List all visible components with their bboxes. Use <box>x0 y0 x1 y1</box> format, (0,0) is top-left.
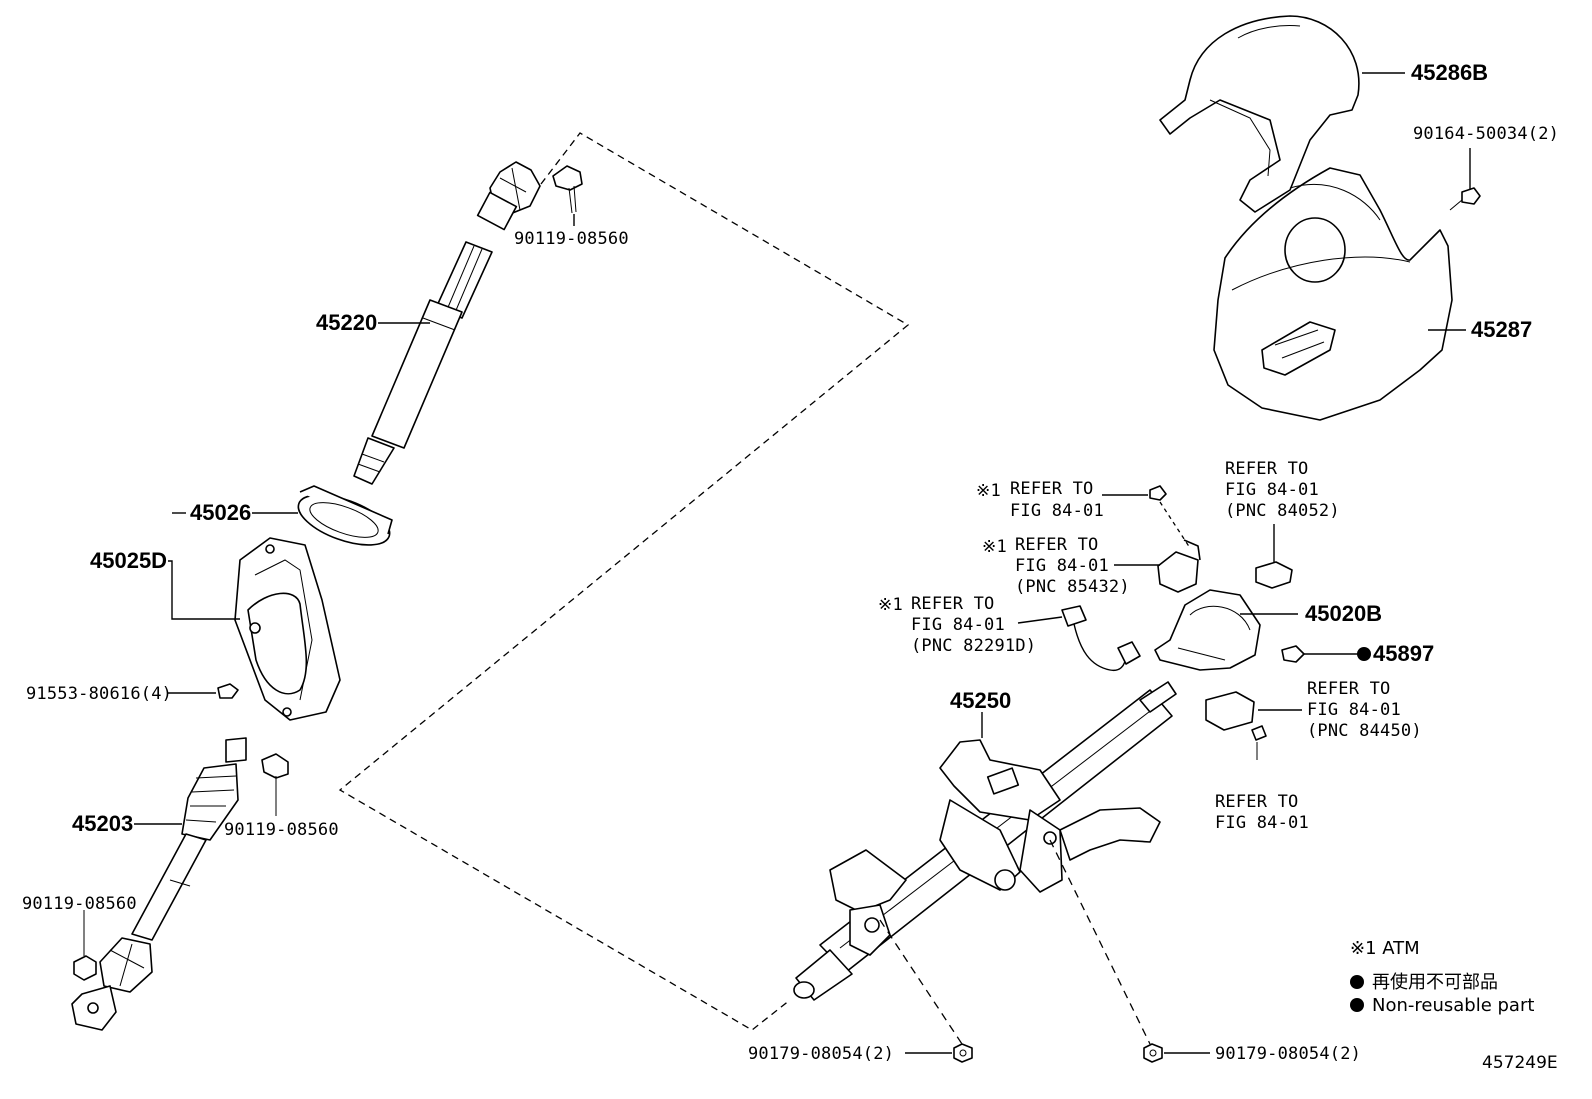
svg-text:(PNC 85432): (PNC 85432) <box>1015 577 1130 597</box>
dust-boot-45025D <box>234 537 341 721</box>
leader-lines <box>134 72 1471 1054</box>
label-45203: 45203 <box>72 811 133 836</box>
legend-dot-jp <box>1350 975 1364 989</box>
label-45026: 45026 <box>190 500 251 525</box>
svg-text:FIG 84-01: FIG 84-01 <box>1225 480 1319 500</box>
housing-45020B <box>1154 589 1261 671</box>
ref-note-5: REFER TO FIG 84-01 (PNC 84450) <box>1307 679 1422 741</box>
legend-dot-en <box>1350 998 1364 1012</box>
intermediate-shaft <box>71 737 247 1031</box>
svg-text:(PNC 84052): (PNC 84052) <box>1225 501 1340 521</box>
svg-text:REFER TO: REFER TO <box>1307 679 1390 699</box>
ref-note-6: REFER TO FIG 84-01 <box>1215 792 1309 833</box>
ref-note-1: ※1 REFER TO FIG 84-01 <box>976 479 1104 521</box>
ref-note-3: ※1 REFER TO FIG 84-01 (PNC 82291D) <box>878 594 1036 656</box>
lower-column-cover-45287 <box>1213 167 1453 421</box>
ref-note-4: REFER TO FIG 84-01 (PNC 84052) <box>1225 459 1340 521</box>
upper-steering-shaft <box>353 161 541 485</box>
svg-text:REFER TO: REFER TO <box>1225 459 1308 479</box>
switch-pnc-85432 <box>1157 539 1201 593</box>
switch-pnc-84450 <box>1205 691 1255 731</box>
label-45020B: 45020B <box>1305 601 1382 626</box>
assembly-dashed-outline <box>338 132 910 1031</box>
label-45250: 45250 <box>950 688 1011 713</box>
svg-text:FIG 84-01: FIG 84-01 <box>1015 556 1109 576</box>
svg-text:REFER TO: REFER TO <box>1215 792 1298 812</box>
legend: ※1 ATM 再使用不可部品 Non-reusable part <box>1350 938 1534 1016</box>
screw-90164 <box>1449 187 1481 211</box>
svg-text:(PNC 82291D): (PNC 82291D) <box>911 636 1036 656</box>
label-90119-low: 90119-08560 <box>22 894 137 914</box>
bolt-91553 <box>217 683 239 699</box>
figure-id: 457249E <box>1482 1053 1558 1073</box>
svg-text:FIG 84-01: FIG 84-01 <box>911 615 1005 635</box>
svg-text:FIG 84-01: FIG 84-01 <box>1215 813 1309 833</box>
steering-column-assembly-45250 <box>793 681 1177 1001</box>
screw-ref-bottom <box>1251 725 1267 760</box>
legend-jp: 再使用不可部品 <box>1372 972 1498 993</box>
svg-text:※1: ※1 <box>878 595 903 615</box>
svg-text:REFER TO: REFER TO <box>911 594 994 614</box>
clip-45897 <box>1281 645 1305 663</box>
non-reusable-dot <box>1357 647 1371 661</box>
label-90119-top: 90119-08560 <box>514 229 629 249</box>
svg-text:REFER TO: REFER TO <box>1015 535 1098 555</box>
svg-text:※1: ※1 <box>976 481 1001 501</box>
ref-note-2: ※1 REFER TO FIG 84-01 (PNC 85432) <box>982 535 1130 597</box>
svg-text:※1: ※1 <box>982 537 1007 557</box>
label-45025D: 45025D <box>90 548 167 573</box>
legend-en: Non-reusable part <box>1372 995 1534 1016</box>
label-45220: 45220 <box>316 310 377 335</box>
legend-atm: ※1 ATM <box>1350 938 1420 959</box>
screw-ref-top <box>1149 485 1191 549</box>
svg-text:REFER TO: REFER TO <box>1010 479 1093 499</box>
label-45897: 45897 <box>1373 641 1434 666</box>
label-90119-mid: 90119-08560 <box>224 820 339 840</box>
bolt-90119-low <box>73 910 97 981</box>
label-90164: 90164-50034(2) <box>1413 124 1559 144</box>
bolt-90119-mid <box>261 753 289 816</box>
label-45286B: 45286B <box>1411 60 1488 85</box>
label-90179-right: 90179-08054(2) <box>1215 1044 1361 1064</box>
label-45287: 45287 <box>1471 317 1532 342</box>
svg-text:FIG 84-01: FIG 84-01 <box>1010 501 1104 521</box>
sensor-pnc-84052 <box>1255 561 1293 589</box>
nut-90179-left <box>879 919 973 1063</box>
svg-text:FIG 84-01: FIG 84-01 <box>1307 700 1401 720</box>
bearing-ring-45026 <box>297 485 393 546</box>
label-90179-left: 90179-08054(2) <box>748 1044 894 1064</box>
upper-column-cover-45286B <box>1159 15 1360 213</box>
connector-pnc-82291D <box>1061 605 1141 672</box>
nut-90179-right <box>1049 839 1163 1063</box>
svg-text:(PNC 84450): (PNC 84450) <box>1307 721 1422 741</box>
bolt-90119-top <box>552 165 583 214</box>
label-91553: 91553-80616(4) <box>26 684 172 704</box>
